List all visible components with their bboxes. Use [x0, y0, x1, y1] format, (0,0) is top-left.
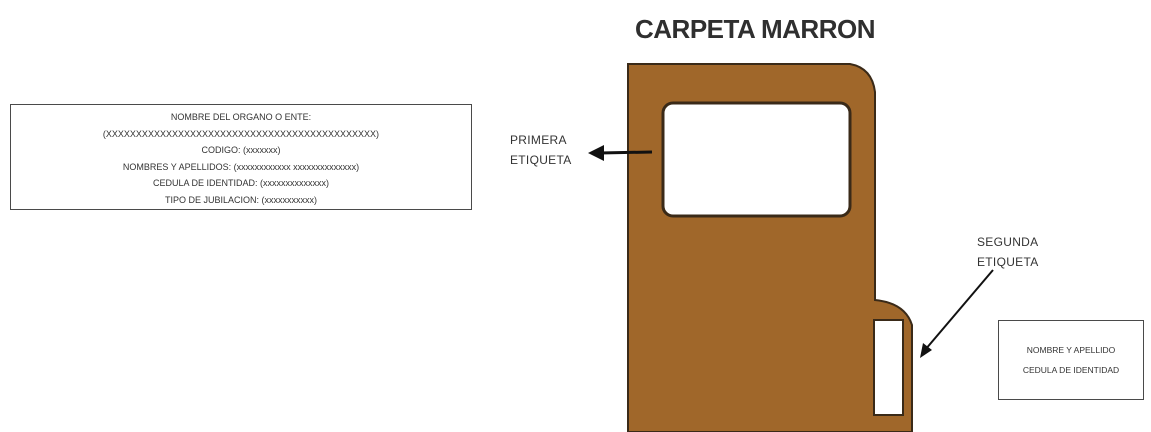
diagram-title: CARPETA MARRON: [635, 14, 876, 44]
first-label-sample: NOMBRE DEL ORGANO O ENTE: (XXXXXXXXXXXXX…: [10, 104, 472, 210]
second-label-callout-line2: ETIQUETA: [977, 255, 1039, 269]
folder-first-label: [661, 101, 852, 218]
second-label-arrow-line: [924, 269, 994, 351]
second-label-callout: SEGUNDA ETIQUETA: [977, 232, 1039, 272]
first-label-line-code: CODIGO: (xxxxxxx): [201, 145, 281, 155]
first-label-arrowhead: [588, 145, 604, 161]
second-label-callout-line1: SEGUNDA: [977, 235, 1039, 249]
first-label-line-id: CEDULA DE IDENTIDAD: (xxxxxxxxxxxxxx): [152, 178, 329, 188]
second-label-arrowhead: [920, 343, 932, 358]
first-label-callout-line1: PRIMERA: [510, 133, 567, 147]
first-label-line-organ: NOMBRE DEL ORGANO O ENTE:: [170, 112, 312, 122]
second-label-line-name: NOMBRE Y APELLIDO: [1026, 345, 1116, 355]
first-label-line-names: NOMBRES Y APELLIDOS: (xxxxxxxxxxxx xxxxx…: [122, 161, 360, 172]
folder-second-label: [873, 319, 904, 416]
first-label-callout: PRIMERA ETIQUETA: [510, 130, 572, 170]
first-label-callout-line2: ETIQUETA: [510, 153, 572, 167]
second-label-line-id: CEDULA DE IDENTIDAD: [1022, 365, 1120, 375]
first-label-line-type: TIPO DE JUBILACION: (xxxxxxxxxxx): [164, 194, 317, 205]
first-label-arrow-line: [599, 150, 653, 155]
second-label-sample: NOMBRE Y APELLIDO CEDULA DE IDENTIDAD: [998, 320, 1144, 400]
first-label-line-organ-value: (XXXXXXXXXXXXXXXXXXXXXXXXXXXXXXXXXXXXXXX…: [102, 128, 380, 139]
